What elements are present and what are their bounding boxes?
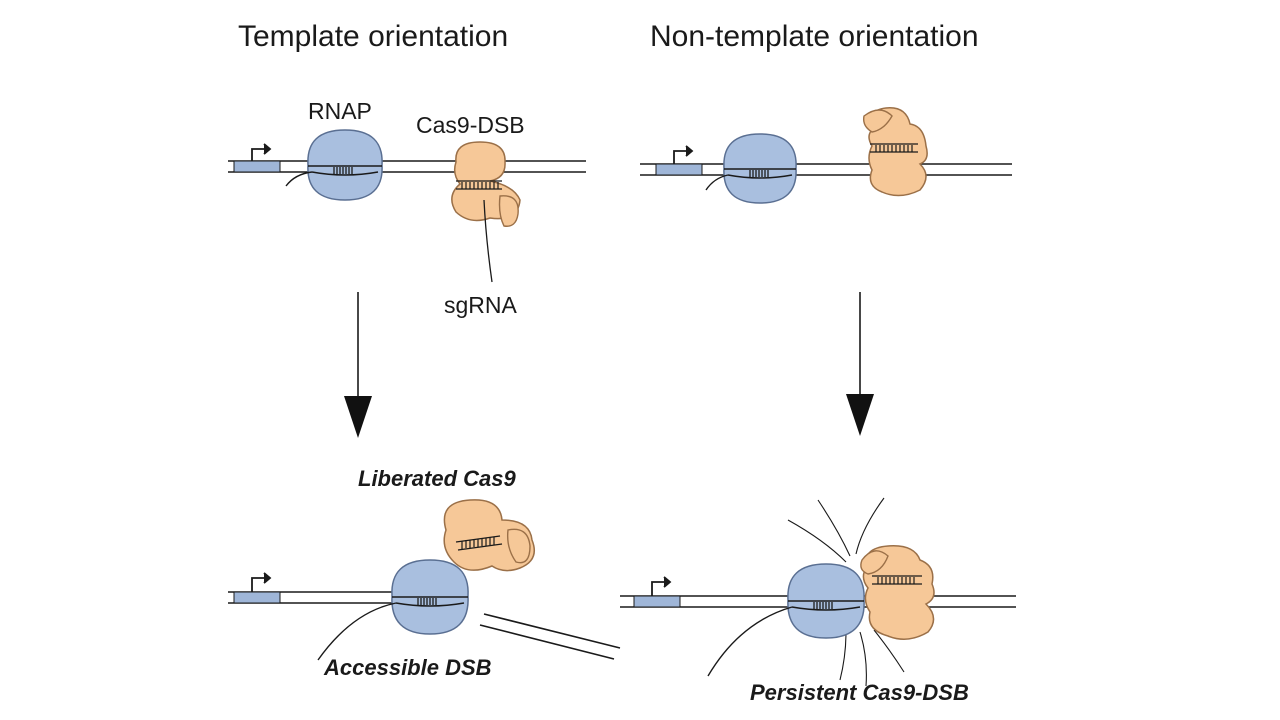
- dsb-fragment: [479, 613, 621, 660]
- promoter-box: [655, 163, 703, 176]
- promoter-box: [633, 595, 681, 608]
- heading-non-template-orientation: Non-template orientation: [650, 20, 979, 53]
- promoter-arrow-icon: [673, 145, 694, 164]
- cas9-protein: [862, 107, 928, 197]
- rna-transcript: [707, 606, 793, 677]
- tension-lines: [787, 497, 905, 687]
- label-persistent-cas9-dsb: Persistent Cas9-DSB: [750, 680, 969, 705]
- arrow-left: [344, 292, 372, 438]
- sgrna-pointer-line: [483, 199, 493, 283]
- label-rnap: RNAP: [308, 98, 372, 124]
- rna-transcript: [705, 174, 729, 191]
- rna-transcript: [285, 171, 313, 187]
- cas9-protein: [451, 141, 521, 227]
- top-left-dna: [228, 160, 586, 173]
- promoter-arrow-icon: [251, 143, 272, 161]
- cas9-protein: [860, 545, 935, 640]
- arrow-right: [846, 292, 874, 436]
- label-accessible-dsb: Accessible DSB: [324, 655, 492, 680]
- promoter-arrow-icon: [251, 572, 272, 592]
- label-cas9-dsb: Cas9-DSB: [416, 112, 525, 138]
- promoter-arrow-icon: [651, 576, 672, 596]
- rna-transcript: [317, 602, 397, 661]
- cas9-protein: [443, 499, 535, 572]
- rnap-polymerase: [787, 563, 865, 639]
- rnap-polymerase: [723, 133, 797, 204]
- promoter-box: [233, 160, 281, 173]
- heading-template-orientation: Template orientation: [238, 20, 509, 53]
- label-sgrna: sgRNA: [444, 292, 517, 318]
- label-liberated-cas9: Liberated Cas9: [358, 466, 516, 491]
- promoter-box: [233, 591, 281, 604]
- rnap-polymerase: [307, 129, 383, 201]
- rnap-polymerase: [391, 559, 469, 635]
